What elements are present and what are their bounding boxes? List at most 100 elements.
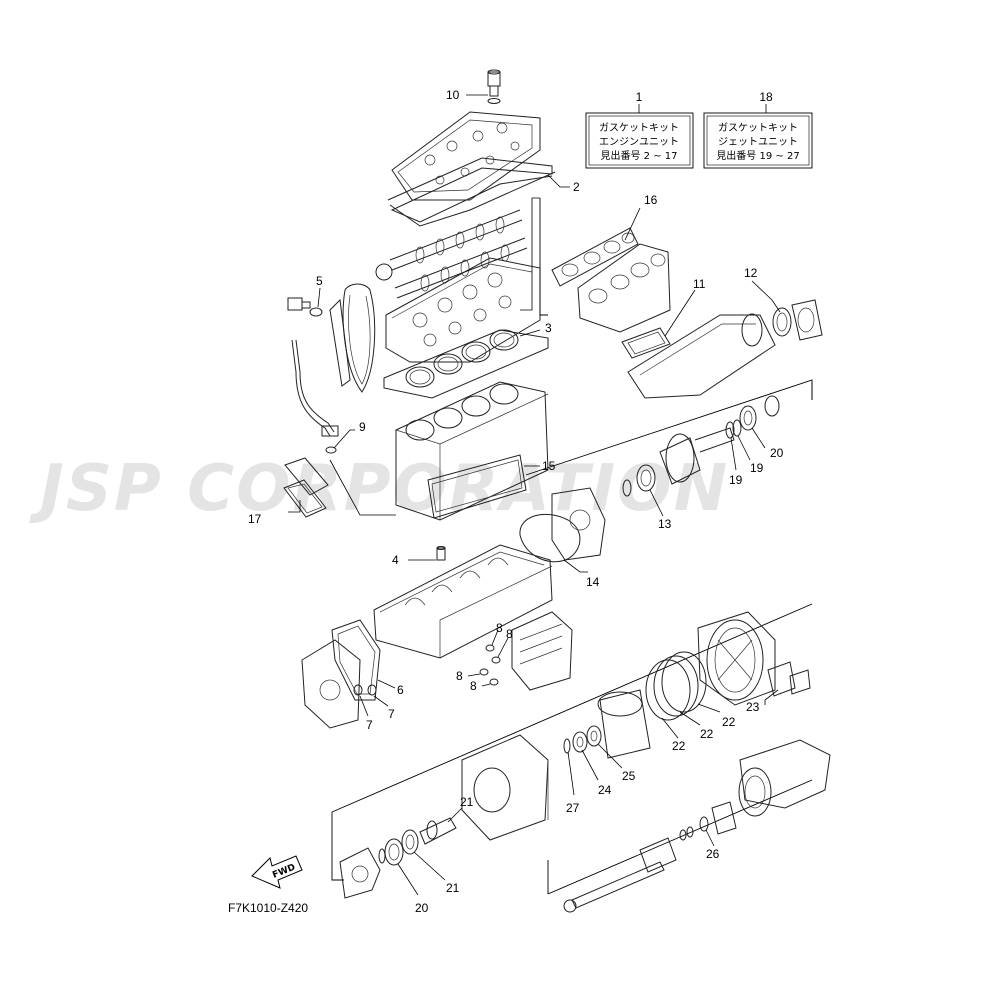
callout-2: 2 <box>573 180 580 194</box>
callout-4: 4 <box>392 553 399 567</box>
oil-seal-21-part <box>401 829 419 855</box>
callout-13: 13 <box>658 517 672 531</box>
dowel-4-part <box>436 546 446 561</box>
seal-14-part <box>519 513 581 563</box>
diagram-code: F7K1010-Z420 <box>228 901 308 915</box>
callout-26: 26 <box>706 847 720 861</box>
callout-5: 5 <box>316 274 323 288</box>
o-ring-27-part <box>563 738 571 754</box>
callout-19a: 19 <box>750 461 764 475</box>
cylinder-head-cover-part <box>391 111 541 201</box>
oil-pump-housing-part <box>551 487 606 561</box>
steering-nozzle-part <box>738 739 831 817</box>
oil-seal-20b-part <box>384 838 404 866</box>
gasket-11-part <box>621 327 671 359</box>
exhaust-pipe-part <box>627 313 776 399</box>
callout-6: 6 <box>397 683 404 697</box>
callout-22b: 22 <box>700 727 714 741</box>
kit-engine-line-1: ガスケットキット <box>599 122 679 134</box>
o-ring-8a-part <box>485 644 495 652</box>
callout-7a: 7 <box>366 718 373 732</box>
callout-21: 21 <box>446 881 460 895</box>
o-ring-26-part <box>699 816 709 832</box>
pump-block-part <box>511 611 573 691</box>
exhaust-joint-part <box>791 299 823 341</box>
front-cover-part <box>301 639 361 729</box>
callout-17: 17 <box>248 512 262 526</box>
small-ring-part <box>686 826 694 838</box>
callout-10: 10 <box>446 88 460 102</box>
callout-numbers: 10 2 16 12 11 5 3 9 20 19 19 15 17 13 4 … <box>248 88 784 915</box>
collar-part <box>426 820 438 840</box>
kit-engine-line-2: エンジンユニット <box>599 137 679 148</box>
kit-jet-line-3: 見出番号 19 ~ 27 <box>716 149 799 162</box>
watermark: JSP CORPORATION <box>29 452 729 526</box>
o-ring-8c-part <box>479 668 489 676</box>
spacer-ring-part <box>622 479 632 497</box>
wear-rings-22-part <box>645 651 707 721</box>
sensor-part <box>287 297 323 317</box>
o-ring-8b-part <box>491 656 501 664</box>
oil-tube-part <box>291 339 339 437</box>
callout-27: 27 <box>566 801 580 815</box>
cylinder-head-part <box>385 257 541 363</box>
callout-12: 12 <box>744 266 758 280</box>
small-ring-b-part <box>679 829 687 841</box>
head-gasket-part <box>383 329 549 399</box>
nozzle-cap-part <box>711 801 737 835</box>
head-cover-gasket-part <box>387 157 556 227</box>
callout-19b: 19 <box>729 473 743 487</box>
callout-11: 11 <box>693 277 706 291</box>
callout-22c: 22 <box>672 739 686 753</box>
callout-15: 15 <box>542 459 556 473</box>
callout-23: 23 <box>746 700 760 714</box>
callout-25: 25 <box>622 769 636 783</box>
kit-engine-line-3: 見出番号 2 ~ 17 <box>600 149 677 162</box>
output-shaft-part <box>659 427 735 485</box>
callout-3: 3 <box>545 321 552 335</box>
kit-box-engine: ガスケットキット エンジンユニット 見出番号 2 ~ 17 <box>585 112 694 169</box>
crankcase-part <box>373 544 553 659</box>
cylinder-block-part <box>395 381 549 521</box>
o-ring-8d-part <box>489 678 499 686</box>
callout-21-upper: 21 <box>460 795 474 809</box>
callout-20b: 20 <box>415 901 429 915</box>
o-ring-19b-part <box>732 419 742 437</box>
oil-seal-25-part <box>586 725 602 747</box>
o-ring-9-part <box>325 446 337 454</box>
camshafts-part <box>375 209 528 299</box>
jet-pump-housing-part <box>697 611 776 706</box>
kit-jet-line-1: ガスケットキット <box>718 122 798 134</box>
circlip-part <box>378 848 386 864</box>
callout-20a: 20 <box>770 446 784 460</box>
callout-7b: 7 <box>388 707 395 721</box>
impeller-liner-part <box>597 689 651 759</box>
oil-filler-cap-part <box>487 69 501 104</box>
exhaust-manifold-part <box>577 243 671 333</box>
exhaust-manifold-gasket-part <box>551 227 639 287</box>
callout-24: 24 <box>598 783 612 797</box>
kit-box-jet: ガスケットキット ジェットユニット 見出番号 19 ~ 27 <box>703 112 813 169</box>
callout-8d: 8 <box>470 679 477 693</box>
callout-14: 14 <box>586 575 600 589</box>
callout-22a: 22 <box>722 715 736 729</box>
gasket-23-part <box>767 661 811 697</box>
fwd-arrow-icon: FWD <box>251 855 303 889</box>
oil-seal-24-part <box>572 731 588 753</box>
callout-8a: 8 <box>496 621 503 635</box>
impeller-shaft-part <box>563 837 677 913</box>
oil-seal-13-part <box>636 464 656 492</box>
kit-engine-number: 1 <box>636 90 643 104</box>
intermediate-housing-part <box>461 734 549 841</box>
callout-9: 9 <box>359 420 366 434</box>
cam-chain-part <box>329 283 376 393</box>
oil-seal-20a-part <box>739 395 780 431</box>
side-cover-17-part <box>283 457 329 518</box>
o-ring-7b-part <box>367 684 377 696</box>
callout-8c: 8 <box>456 669 463 683</box>
o-ring-19a-part <box>725 421 735 439</box>
water-jacket-gasket-part <box>427 454 527 519</box>
cover-gasket-6-part <box>331 619 381 701</box>
o-ring-7a-part <box>353 684 363 696</box>
